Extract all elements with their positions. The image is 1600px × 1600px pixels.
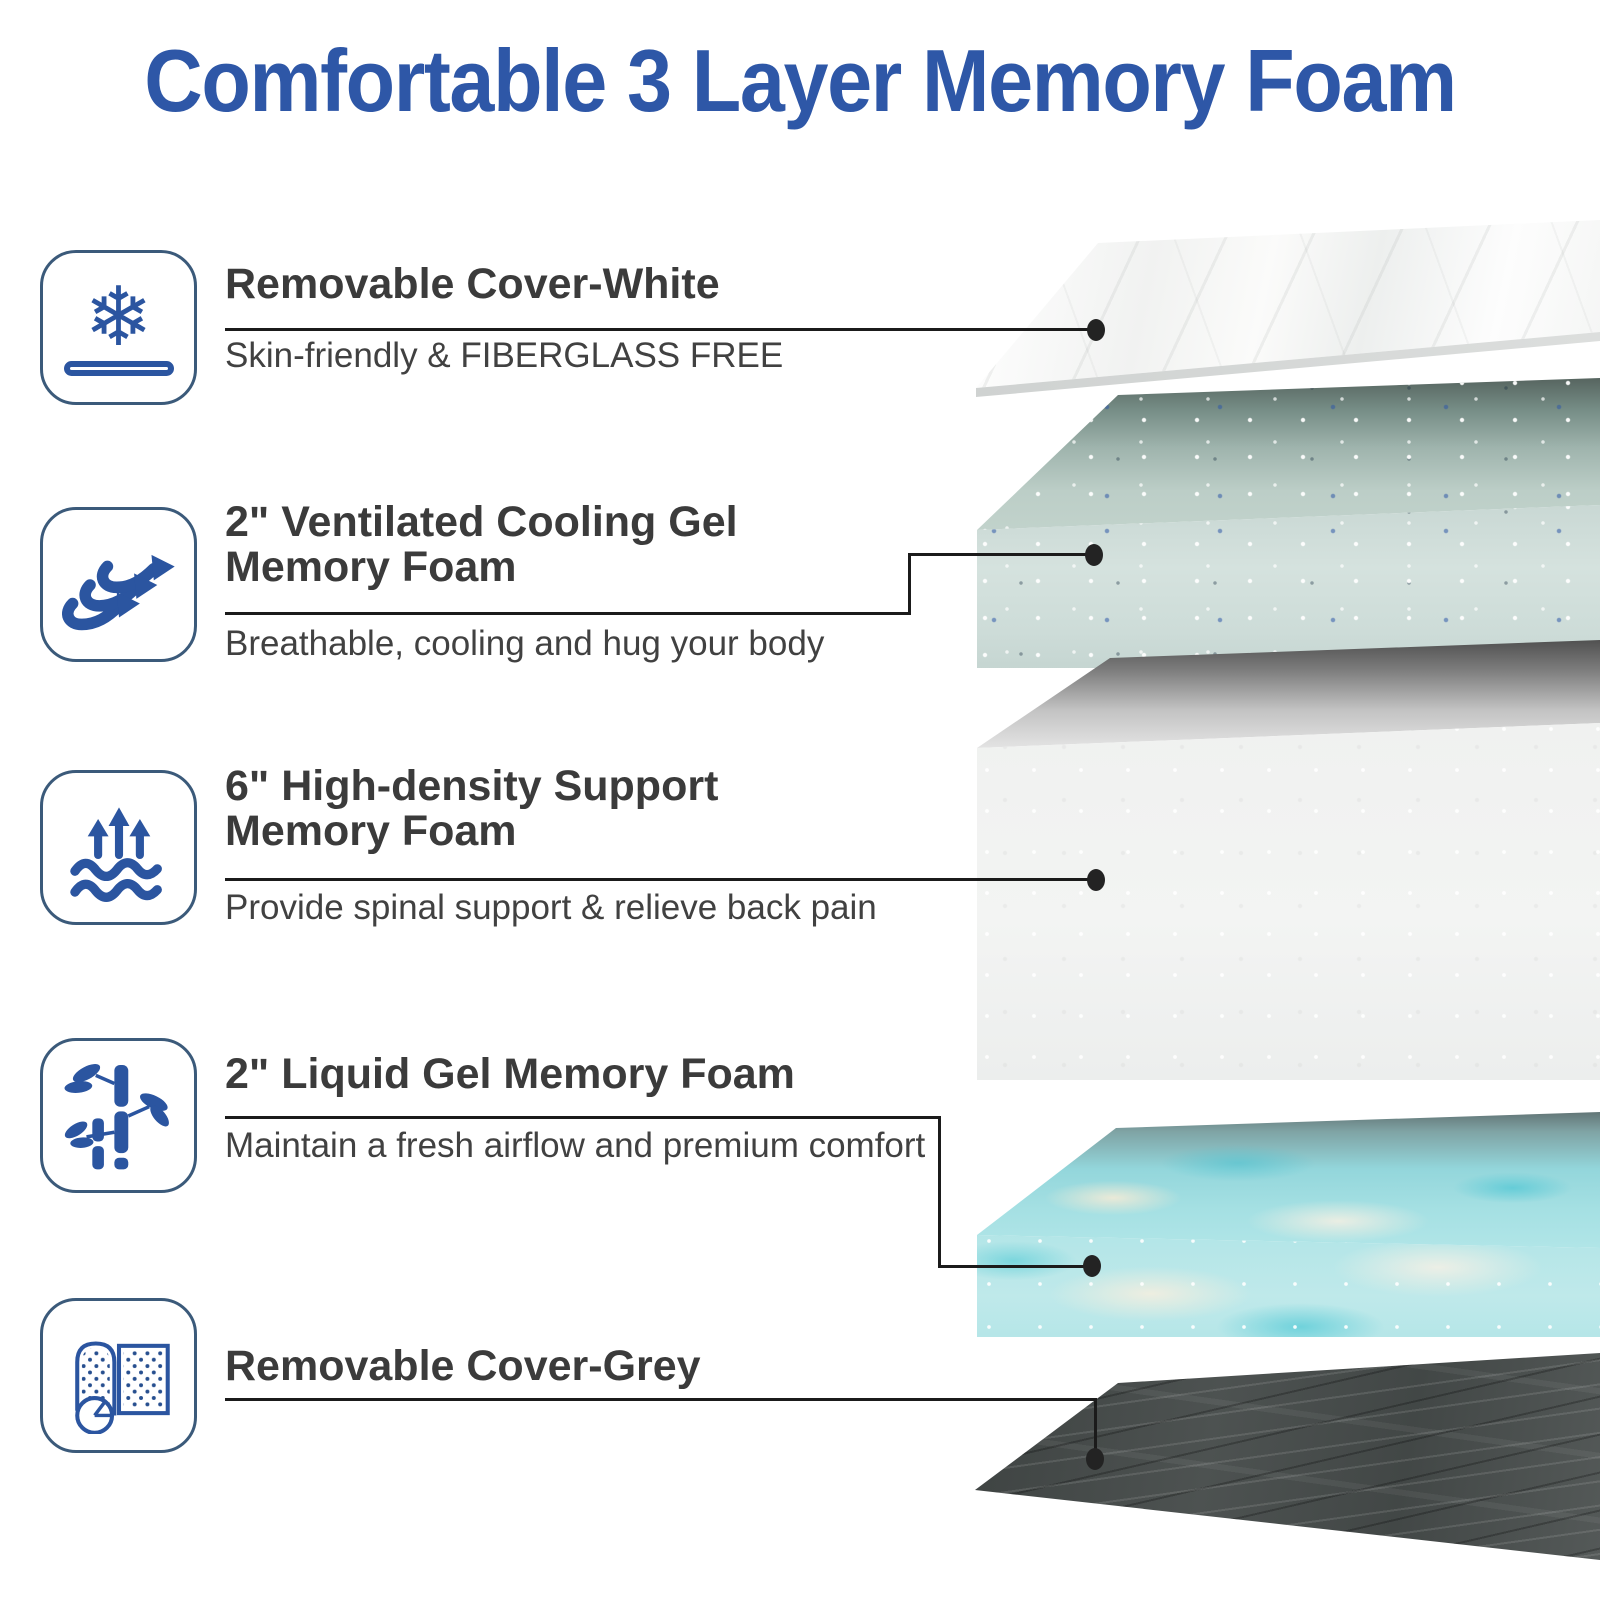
layer-white-cover-sheet	[976, 220, 1600, 388]
feature-subtitle-support-foam: Provide spinal support & relieve back pa…	[225, 888, 877, 927]
feature-title-line: Removable Cover-White	[225, 260, 720, 308]
airflow-icon	[61, 554, 175, 630]
layer-support-foam-front-face	[977, 723, 1600, 1080]
feature-title-support-foam: 6" High-density Support Memory Foam	[225, 762, 985, 856]
connector-line-liquid-gel-rule	[225, 1116, 941, 1119]
connector-dot-support-foam	[1087, 869, 1105, 891]
airflow-icon-box	[40, 507, 197, 662]
connector-line-liquid-gel-lead	[938, 1265, 1092, 1268]
rolled-cover-icon-box	[40, 1298, 197, 1453]
connector-dot-cover-white	[1087, 319, 1105, 341]
rolled-cover-icon	[74, 1340, 170, 1434]
connector-line-support-foam	[225, 878, 1096, 881]
feature-title-line: Removable Cover-Grey	[225, 1342, 701, 1390]
layer-liquid-gel-front-face	[977, 1235, 1600, 1337]
layer-grey-cover-sheet	[975, 1353, 1600, 1560]
connector-line-cover-grey-rule	[225, 1398, 1097, 1401]
feature-title-cover-white: Removable Cover-White	[225, 260, 985, 308]
connector-line-cover-white	[225, 328, 1096, 331]
mattress-bar-icon	[63, 360, 174, 376]
connector-dot-cover-grey	[1086, 1448, 1104, 1470]
connector-line-liquid-gel-drop	[938, 1116, 941, 1268]
snowflake-cover-icon-box: ❄	[40, 250, 197, 405]
feature-title-line: Memory Foam	[225, 543, 517, 592]
connector-line-cooling-gel-lead	[908, 553, 1094, 556]
feature-subtitle-cover-white: Skin-friendly & FIBERGLASS FREE	[225, 336, 784, 375]
connector-dot-cooling-gel	[1085, 544, 1103, 566]
layer-cooling-gel-front-speckles	[977, 505, 1600, 668]
layer-liquid-gel-top-face	[977, 1112, 1600, 1248]
feature-title-line: 6" High-density Support	[225, 762, 719, 810]
connector-line-cooling-gel-rule	[225, 612, 911, 615]
feature-title-line: 2" Liquid Gel Memory Foam	[225, 1050, 795, 1098]
feature-title-liquid-gel: 2" Liquid Gel Memory Foam	[225, 1050, 985, 1098]
snowflake-icon: ❄	[84, 270, 153, 366]
support-arrows-icon-box	[40, 770, 197, 925]
feature-subtitle-liquid-gel: Maintain a fresh airflow and premium com…	[225, 1126, 926, 1165]
feature-subtitle-cooling-gel: Breathable, cooling and hug your body	[225, 624, 825, 663]
connector-line-cover-grey-drop	[1094, 1398, 1097, 1459]
feature-title-cover-grey: Removable Cover-Grey	[225, 1342, 985, 1390]
feature-title-line: Memory Foam	[225, 807, 517, 856]
support-arrows-icon	[69, 806, 162, 902]
connector-dot-liquid-gel	[1083, 1255, 1101, 1277]
feature-title-line: 2" Ventilated Cooling Gel	[225, 498, 738, 546]
feature-title-cooling-gel: 2" Ventilated Cooling Gel Memory Foam	[225, 498, 985, 592]
layer-cooling-gel-front-face	[977, 505, 1600, 668]
bamboo-icon-box	[40, 1038, 197, 1193]
bamboo-icon	[64, 1063, 169, 1169]
connector-line-cooling-gel-riser	[908, 553, 911, 615]
page-title: Comfortable 3 Layer Memory Foam	[144, 31, 1457, 130]
